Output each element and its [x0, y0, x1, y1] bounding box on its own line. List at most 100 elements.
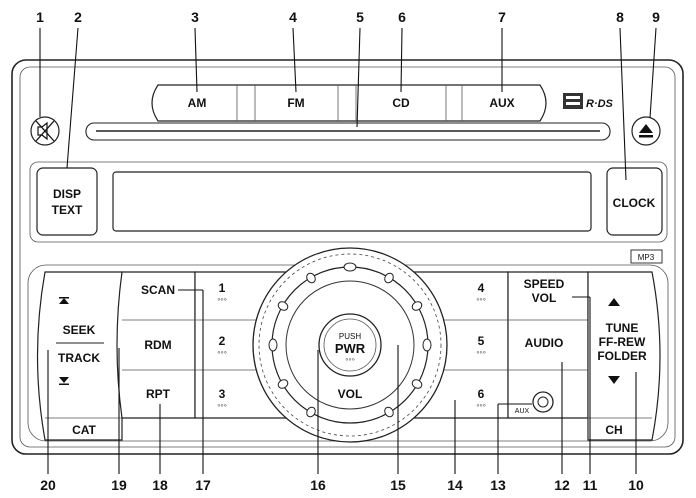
track-label: TRACK: [58, 351, 100, 365]
audio-button[interactable]: AUDIO: [509, 321, 587, 369]
preset-5-label: 5: [478, 334, 485, 348]
cat-button[interactable]: CAT: [46, 419, 122, 439]
aux-jack-icon: [532, 391, 554, 413]
preset-5-button[interactable]: 5 ◦◦◦: [476, 334, 486, 357]
callout-20: 20: [40, 477, 56, 493]
down-arrow-icon: [608, 376, 620, 384]
preset-2-button[interactable]: 2 ◦◦◦: [217, 334, 227, 357]
power-button[interactable]: PUSH PWR ◦◦◦: [318, 313, 382, 377]
disp-text-button[interactable]: DISP TEXT: [36, 167, 98, 236]
source-button-strip: [151, 84, 547, 122]
push-label: PUSH: [339, 332, 361, 341]
tune-label: TUNE: [606, 321, 639, 335]
right-button-block: [587, 271, 661, 441]
callout-19: 19: [111, 477, 127, 493]
callout-3: 3: [191, 9, 199, 25]
up-arrow-icon: [608, 298, 620, 306]
ff-rew-label: FF-REW: [599, 335, 646, 349]
seek-label: SEEK: [63, 323, 96, 337]
callout-11: 11: [583, 477, 598, 493]
disp-label: DISP: [53, 187, 81, 201]
scan-button[interactable]: SCAN: [124, 273, 194, 319]
mute-icon: [35, 120, 55, 142]
callout-15: 15: [390, 477, 406, 493]
callout-5: 5: [356, 9, 364, 25]
leader-lines: [39, 27, 657, 474]
display-screen: [112, 171, 592, 232]
mp3-badge: MP3: [630, 249, 663, 264]
seek-down-button[interactable]: [48, 370, 118, 392]
preset-1-dots: ◦◦◦: [217, 294, 227, 304]
preset-2-dots: ◦◦◦: [217, 347, 227, 357]
cd-button-label: CD: [392, 96, 410, 110]
callout-1: 1: [36, 9, 44, 25]
callout-8: 8: [616, 9, 624, 25]
pwr-label: PWR: [335, 341, 366, 356]
callout-10: 10: [628, 477, 644, 493]
preset-1-button[interactable]: 1 ◦◦◦: [217, 281, 227, 304]
preset-3-label: 3: [219, 387, 226, 401]
aux-jack[interactable]: AUX: [515, 391, 554, 415]
tune-up-button[interactable]: [590, 290, 648, 312]
audio-label: AUDIO: [525, 336, 564, 350]
folder-label: FOLDER: [597, 349, 647, 363]
knob-grip-marks: [268, 262, 432, 418]
callout-14: 14: [447, 477, 463, 493]
aux-button-label: AUX: [489, 96, 514, 110]
seek-down-icon: [59, 377, 69, 385]
am-button-label: AM: [188, 96, 207, 110]
callout-4: 4: [289, 9, 297, 25]
left-button-block: [36, 271, 123, 441]
preset-4-label: 4: [478, 281, 485, 295]
speed-label: SPEED: [524, 277, 565, 291]
rdm-label: RDM: [144, 338, 171, 352]
preset-3-dots: ◦◦◦: [217, 400, 227, 410]
preset-6-label: 6: [478, 387, 485, 401]
callout-17: 17: [195, 477, 211, 493]
cd-slot[interactable]: [85, 122, 611, 141]
rpt-button[interactable]: RPT: [124, 371, 194, 417]
fm-button-label: FM: [287, 96, 304, 110]
aux-jack-label: AUX: [515, 408, 530, 415]
preset-5-dots: ◦◦◦: [476, 347, 486, 357]
preset-4-button[interactable]: 4 ◦◦◦: [476, 281, 486, 304]
clock-button[interactable]: CLOCK: [606, 167, 663, 236]
callout-18: 18: [152, 477, 168, 493]
preset-6-dots: ◦◦◦: [476, 400, 486, 410]
callout-12: 12: [554, 477, 570, 493]
mp3-label: MP3: [638, 253, 655, 262]
preset-6-button[interactable]: 6 ◦◦◦: [476, 387, 486, 410]
callout-2: 2: [74, 9, 82, 25]
callout-7: 7: [498, 9, 506, 25]
rdm-button[interactable]: RDM: [124, 321, 194, 369]
rds-logo-text: R·DS: [586, 98, 614, 110]
speed-vol-button[interactable]: SPEED VOL: [509, 273, 587, 319]
eject-button[interactable]: [631, 116, 661, 146]
vol-label: VOL: [338, 387, 363, 401]
ch-label: CH: [605, 423, 622, 437]
cat-label: CAT: [72, 423, 96, 437]
scan-label: SCAN: [141, 283, 175, 297]
preset-3-button[interactable]: 3 ◦◦◦: [217, 387, 227, 410]
seek-up-button[interactable]: [48, 290, 118, 312]
mode-button-block: [116, 271, 196, 419]
eject-icon: [639, 124, 653, 138]
mute-button[interactable]: [30, 116, 60, 146]
rds-logo: R·DS: [563, 93, 614, 110]
callout-16: 16: [310, 477, 326, 493]
seek-up-icon: [59, 297, 69, 304]
text-label: TEXT: [52, 203, 83, 217]
callout-9: 9: [652, 9, 660, 25]
clock-label: CLOCK: [613, 196, 656, 210]
callout-6: 6: [398, 9, 406, 25]
preset-2-label: 2: [219, 334, 226, 348]
preset-1-label: 1: [219, 281, 226, 295]
pwr-dots: ◦◦◦: [345, 354, 355, 364]
tune-down-button[interactable]: [590, 370, 648, 392]
ch-button[interactable]: CH: [590, 419, 650, 439]
display-frame: [29, 161, 668, 243]
unit-inner-frame: [19, 66, 676, 448]
callout-13: 13: [490, 477, 506, 493]
rpt-label: RPT: [146, 387, 171, 401]
